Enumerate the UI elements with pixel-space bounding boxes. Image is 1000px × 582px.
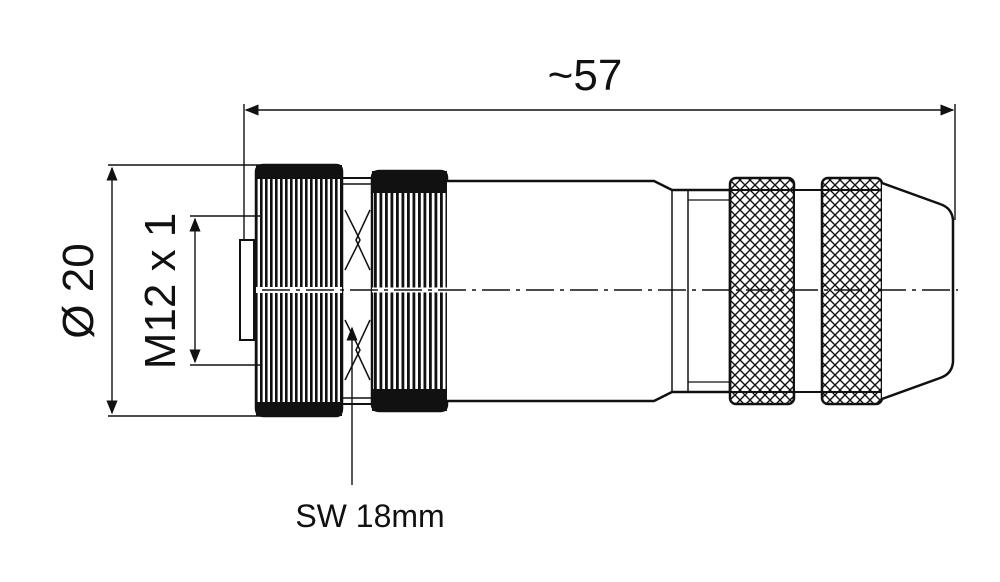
length-dimension: ~57 xyxy=(243,51,956,245)
wrench-size-label: SW 18mm xyxy=(295,498,444,534)
diameter-label: Ø 20 xyxy=(54,243,103,338)
grip-separator xyxy=(793,189,823,393)
wrench-size-callout: SW 18mm xyxy=(295,326,445,534)
length-label: ~57 xyxy=(548,51,623,100)
cable-end xyxy=(881,181,955,401)
knurled-grip-1 xyxy=(728,176,796,406)
hex-ring xyxy=(370,169,449,413)
thread-dimension: M12 x 1 xyxy=(136,213,262,370)
thread-label: M12 x 1 xyxy=(136,213,185,370)
diameter-dimension: Ø 20 xyxy=(54,164,262,417)
connector-body xyxy=(447,179,732,403)
knurled-grip-2 xyxy=(820,176,884,406)
nut-gap xyxy=(342,177,373,405)
